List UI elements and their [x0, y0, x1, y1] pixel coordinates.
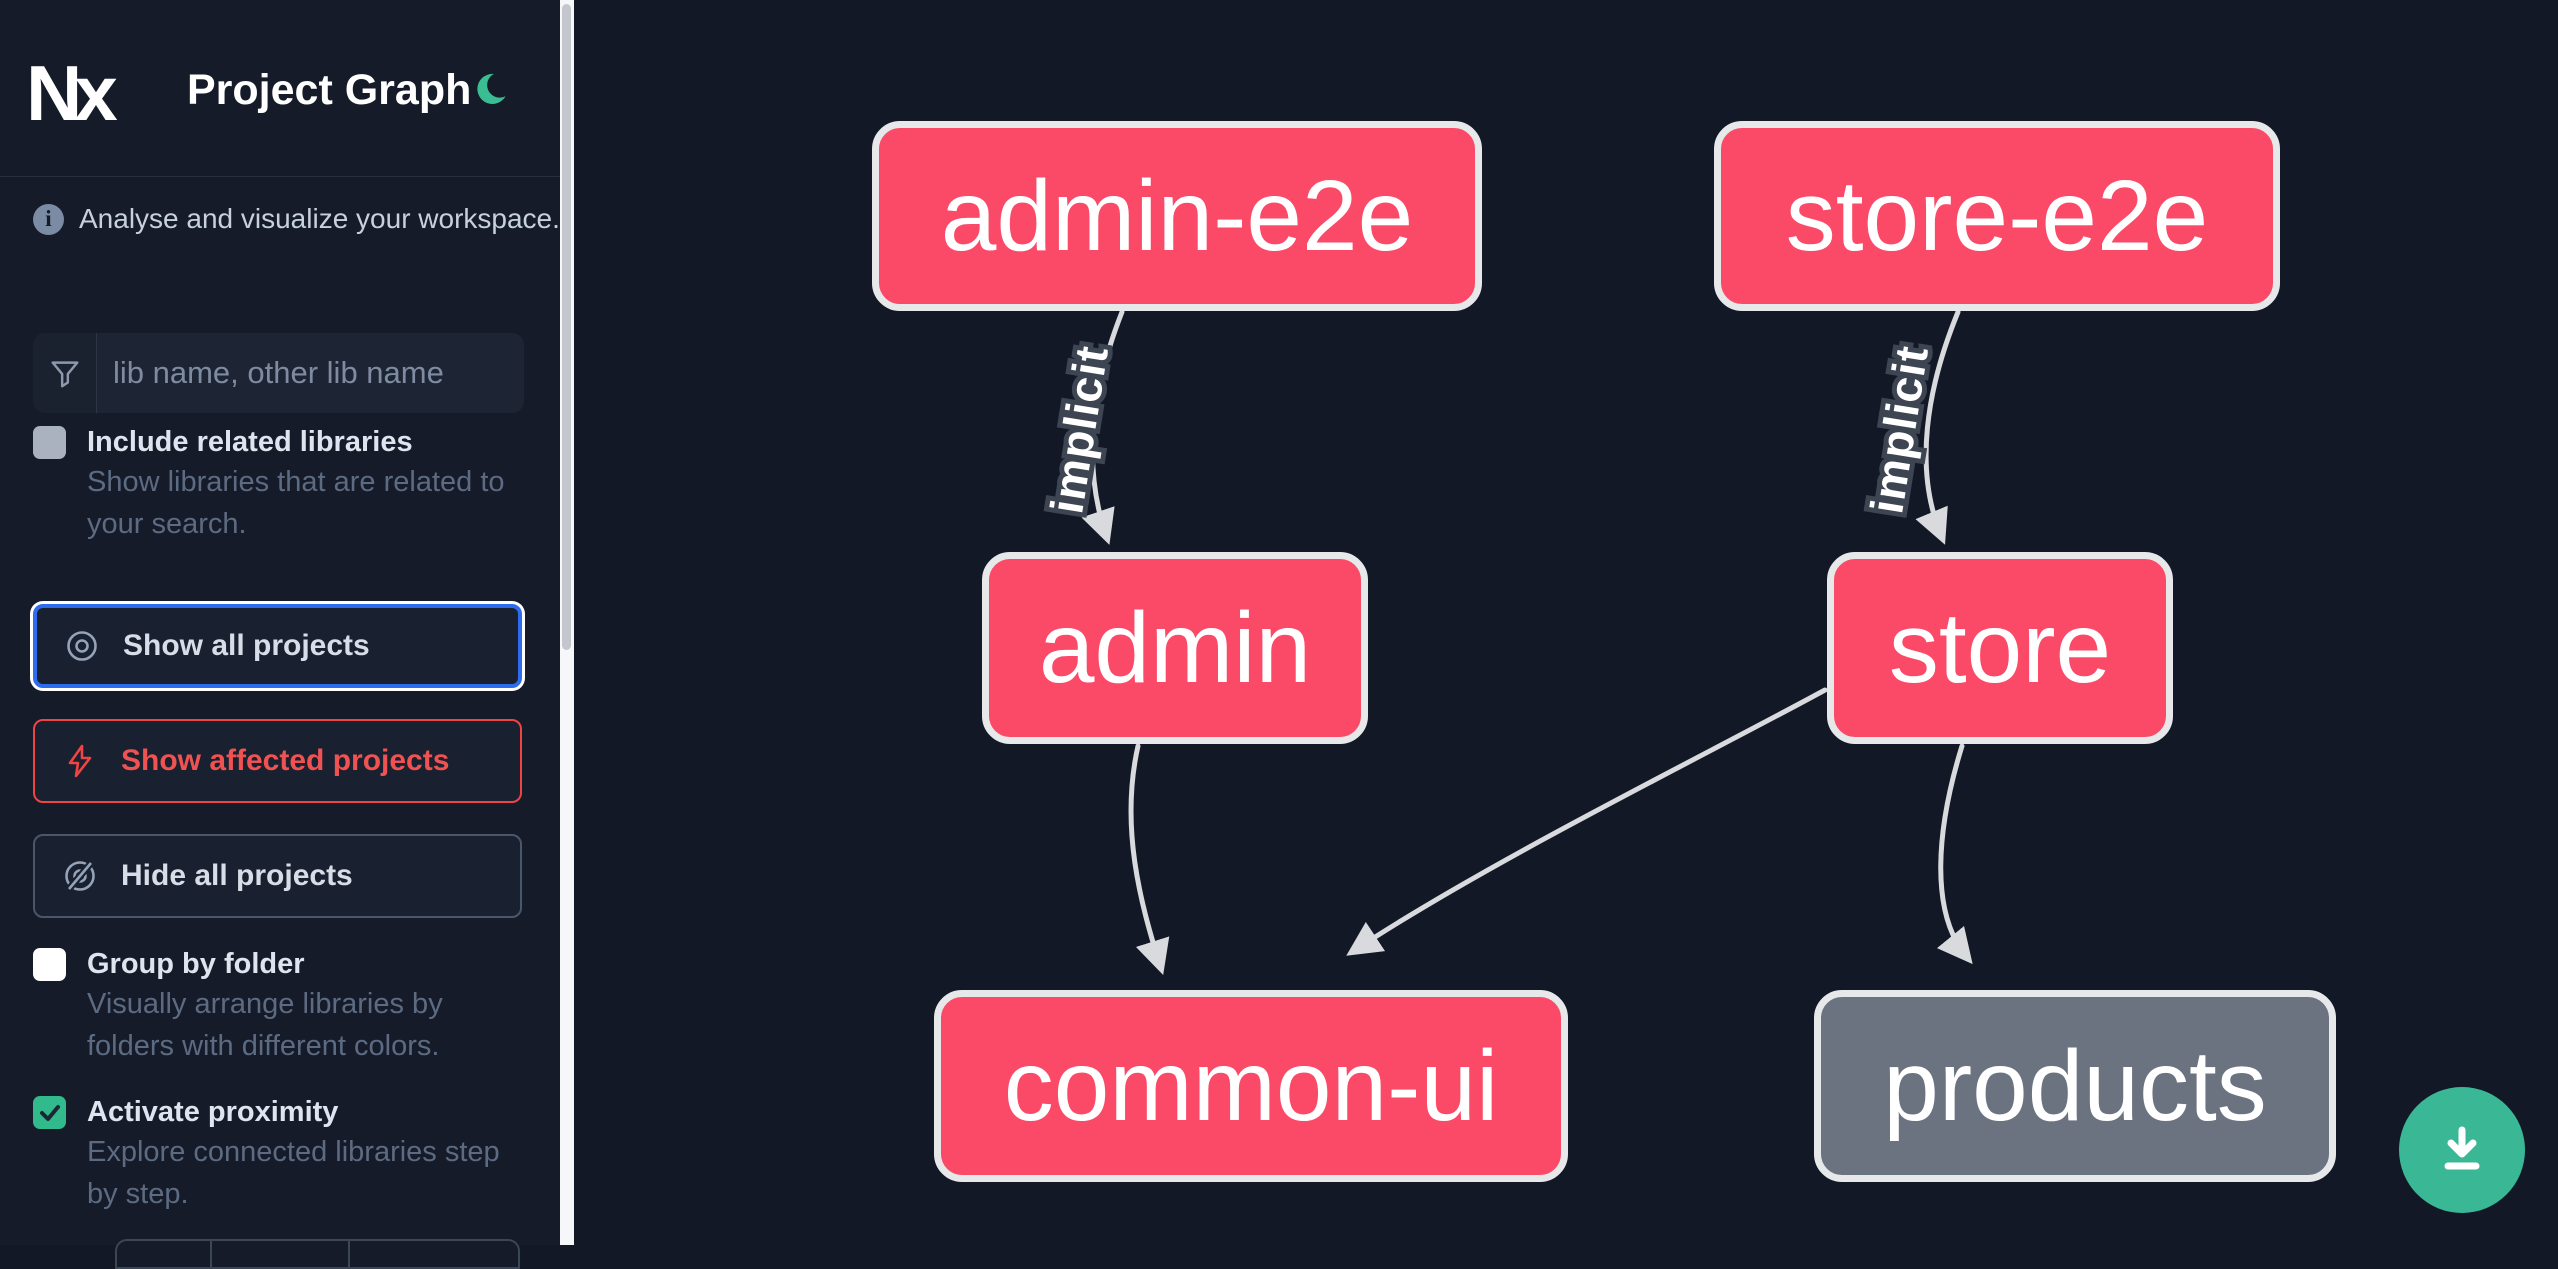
filter-funnel-cell — [33, 333, 97, 413]
include-related-row: Include related libraries Show libraries… — [33, 424, 505, 545]
page-title: Project Graph — [187, 66, 472, 114]
bolt-icon — [68, 744, 92, 778]
group-by-folder-desc-line1: Visually arrange libraries by — [87, 988, 443, 1020]
search-input[interactable] — [97, 333, 524, 413]
group-by-folder-desc-line2: folders with different colors. — [87, 1030, 440, 1062]
activate-proximity-row: Activate proximity Explore connected lib… — [33, 1094, 500, 1215]
download-image-button[interactable] — [2399, 1087, 2525, 1213]
edge-admin-to-common-ui[interactable] — [1128, 743, 1170, 976]
info-icon: i — [33, 203, 64, 235]
edge-store-to-products[interactable] — [1936, 743, 1973, 965]
check-icon — [39, 1104, 60, 1121]
graph-node-common-ui[interactable]: common-ui — [934, 990, 1568, 1182]
edge-label-implicit-store: implicit — [1860, 342, 1938, 517]
show-affected-projects-button[interactable]: Show affected projects — [33, 719, 522, 803]
edge-store-e2e-to-store[interactable] — [1915, 309, 1961, 545]
show-all-projects-button[interactable]: Show all projects — [33, 604, 522, 688]
group-by-folder-checkbox[interactable] — [33, 948, 66, 981]
activate-proximity-checkbox[interactable] — [33, 1096, 66, 1129]
show-all-projects-label: Show all projects — [123, 629, 370, 662]
node-label: common-ui — [1003, 1029, 1499, 1142]
node-label: admin-e2e — [940, 159, 1414, 272]
edge-store-to-common-ui[interactable] — [1346, 687, 1828, 956]
sidebar-scrollbar[interactable] — [560, 0, 574, 1245]
sidebar-header: Nx Project Graph — [0, 0, 560, 177]
node-label: store-e2e — [1785, 159, 2209, 272]
include-related-desc-line2: your search. — [87, 508, 247, 540]
graph-node-store[interactable]: store — [1827, 552, 2173, 744]
node-label: store — [1888, 591, 2112, 704]
group-by-folder-row: Group by folder Visually arrange librari… — [33, 946, 443, 1067]
edge-label-implicit-admin: implicit — [1040, 342, 1118, 517]
hide-all-projects-label: Hide all projects — [121, 859, 353, 892]
activate-proximity-desc-line2: by step. — [87, 1178, 189, 1210]
nx-logo: Nx — [26, 49, 118, 137]
info-text: Analyse and visualize your workspace. — [79, 203, 560, 234]
include-related-label: Include related libraries — [87, 426, 413, 458]
graph-node-products[interactable]: products — [1814, 990, 2336, 1182]
graph-node-admin-e2e[interactable]: admin-e2e — [872, 121, 1482, 311]
workspace-info: i Analyse and visualize your workspace. — [33, 203, 560, 235]
eye-slash-icon — [65, 859, 95, 893]
eye-icon — [67, 631, 97, 661]
node-label: products — [1883, 1029, 2267, 1142]
hide-all-projects-button[interactable]: Hide all projects — [33, 834, 522, 918]
activate-proximity-label: Activate proximity — [87, 1096, 339, 1128]
sidebar: Nx Project Graph i Analyse and visualize… — [0, 0, 560, 1269]
graph-node-store-e2e[interactable]: store-e2e — [1714, 121, 2280, 311]
search-bar — [33, 333, 524, 413]
include-related-desc-line1: Show libraries that are related to — [87, 466, 505, 498]
edge-admin-e2e-to-admin[interactable] — [1081, 309, 1125, 545]
proximity-stepper-partial[interactable] — [115, 1239, 520, 1269]
include-related-checkbox[interactable] — [33, 426, 66, 459]
show-affected-projects-label: Show affected projects — [121, 744, 450, 777]
scrollbar-thumb[interactable] — [562, 4, 571, 650]
graph-node-admin[interactable]: admin — [982, 552, 1368, 744]
funnel-icon — [50, 361, 79, 388]
group-by-folder-label: Group by folder — [87, 948, 305, 980]
moon-icon[interactable] — [470, 70, 508, 108]
download-icon — [2444, 1126, 2480, 1170]
node-label: admin — [1038, 591, 1312, 704]
activate-proximity-desc-line1: Explore connected libraries step — [87, 1136, 500, 1168]
